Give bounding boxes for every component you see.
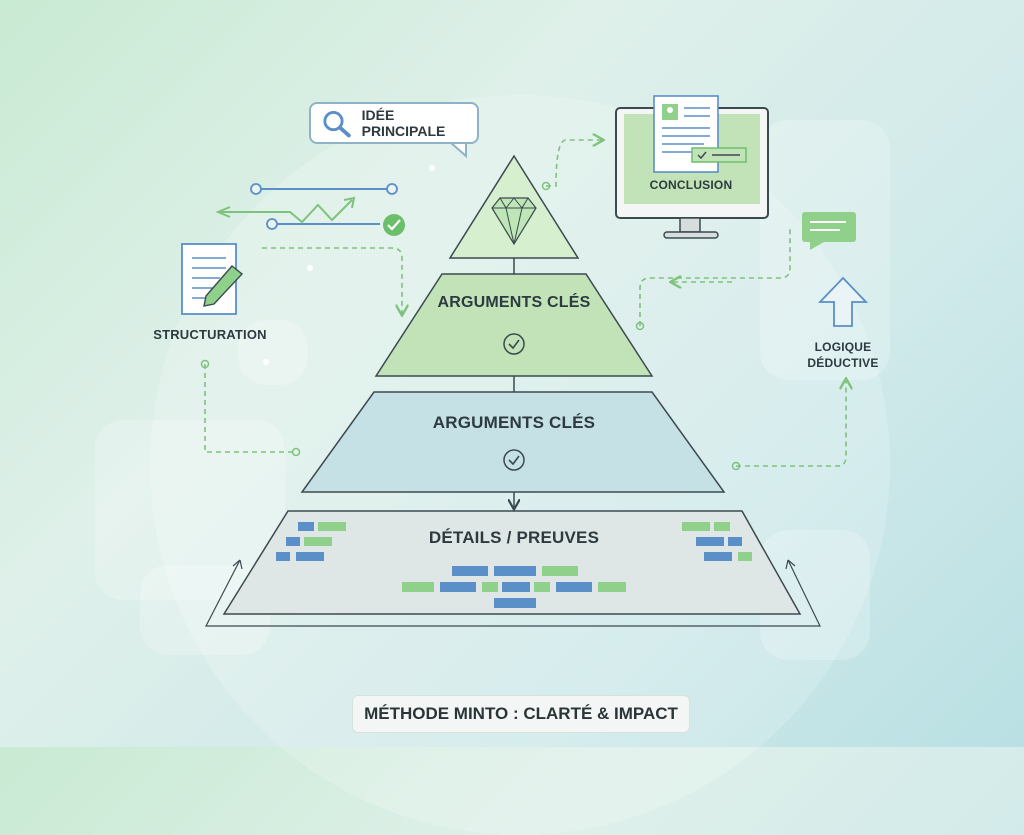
main-idea-bubble: IDÉE PRINCIPALE [309,102,479,144]
dashed-connectors [204,140,846,467]
logic-label-line2: DÉDUCTIVE [807,356,879,370]
diagram-canvas [181,95,869,627]
up-arrow-icon [817,276,869,327]
conclusion-label: CONCLUSION [649,178,733,192]
check-badge-icon [383,214,405,236]
footer-caption: MÉTHODE MINTO : CLARTÉ & IMPACT [352,695,690,733]
level-2-label: ARGUMENTS CLÉS [432,413,596,432]
trend-line [218,199,353,224]
check-circle-icon [503,449,525,471]
data-blocks-right [682,522,752,561]
pyramid-top [448,154,580,259]
data-blocks-center [402,566,626,608]
background-panel [238,320,308,385]
data-blocks-left [276,522,346,561]
check-circle-icon [503,333,525,355]
slider-graphic [250,183,398,230]
level-1-label: ARGUMENTS CLÉS [437,294,591,311]
logic-label-line1: LOGIQUE [814,340,872,354]
monitor-icon [615,95,769,239]
pyramid-level-2 [300,391,726,493]
diamond-icon [491,197,537,246]
background-panel [760,120,890,380]
pyramid-base [205,510,821,627]
bubble-tail [447,141,467,159]
pyramid-level-1 [374,273,654,377]
base-label: DÉTAILS / PREUVES [428,528,600,547]
magnifier-icon [323,111,351,138]
chat-icon [802,212,856,250]
structuration-label: STRUCTURATION [153,327,267,342]
document-pencil-icon [181,243,244,315]
main-idea-label: IDÉE PRINCIPALE [361,107,446,139]
